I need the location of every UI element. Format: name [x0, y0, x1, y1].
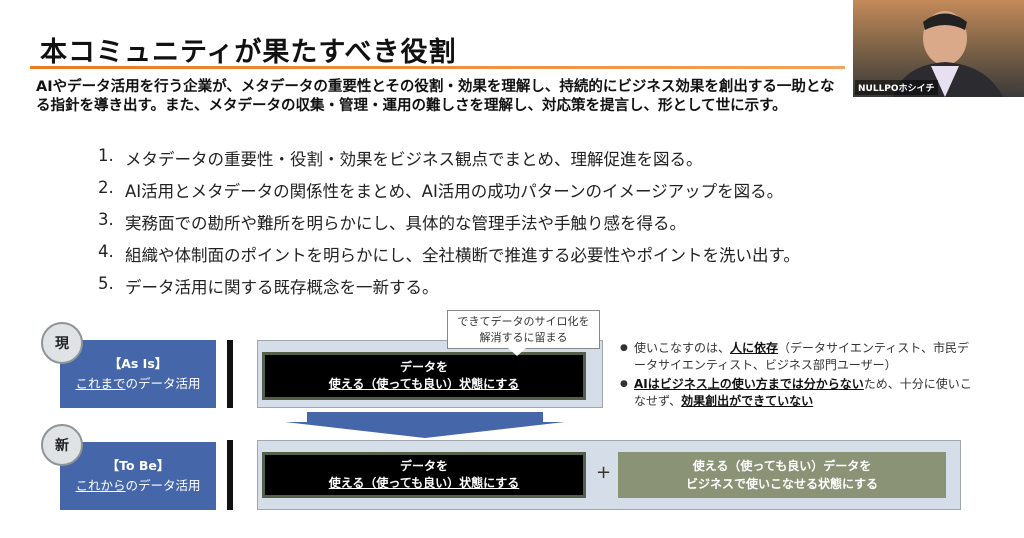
item-number: 2.: [98, 178, 114, 197]
callout-line1: できてデータのサイロ化を: [457, 315, 590, 328]
tobe-badge: 新: [41, 424, 83, 466]
asis-notes: 使いこなすのは、人に依存（データサイエンティスト、市民データサイエンティスト、ビ…: [620, 340, 980, 412]
note-emphasis: AIはビジネス上の使い方までは分からない: [634, 377, 864, 391]
list-item: 2. AI活用とメタデータの関係性をまとめ、AI活用の成功パターンのイメージアップ…: [98, 178, 800, 210]
down-arrow-icon: [285, 412, 565, 438]
asis-label-box: 【As Is】 これまでのデータ活用: [60, 340, 216, 408]
list-item: 3. 実務面での勘所や難所を明らかにし、具体的な管理手法や手触り感を得る。: [98, 210, 800, 242]
webcam-name-label: NULLPOホシイチ: [855, 80, 938, 95]
item-number: 1.: [98, 146, 114, 165]
note-text: ため、十分に使いこなせず、: [634, 377, 972, 408]
callout-tail: [508, 348, 526, 356]
list-item: 4. 組織や体制面のポイントを明らかにし、全社横断で推進する必要性やポイントを洗い…: [98, 242, 800, 274]
item-text: 組織や体制面のポイントを明らかにし、全社横断で推進する必要性やポイントを洗い出す…: [125, 246, 800, 265]
asis-sub-underlined: これまで: [75, 376, 126, 391]
list-item: 1. メタデータの重要性・役割・効果をビジネス観点でまとめ、理解促進を図る。: [98, 146, 800, 178]
item-text: 実務面での勘所や難所を明らかにし、具体的な管理手法や手触り感を得る。: [125, 214, 686, 233]
divider-bar: [227, 440, 233, 510]
asis-box-line2: 使える（使っても良い）状態にする: [328, 377, 520, 391]
note-emphasis: 効果創出ができていない: [681, 394, 814, 408]
tobe-label-box: 【To Be】 これからのデータ活用: [60, 442, 216, 510]
tobe-sub-underlined: これから: [75, 478, 126, 493]
tobe-business-box: 使える（使っても良い）データを ビジネスで使いこなせる状態にする: [618, 452, 946, 498]
item-number: 5.: [98, 274, 114, 293]
list-item: 5. データ活用に関する既存概念を一新する。: [98, 274, 800, 306]
intro-text: AIやデータ活用を行う企業が、メタデータの重要性とその役割・効果を理解し、持続的…: [36, 79, 835, 114]
slide-title: 本コミュニティが果たすべき役割: [40, 37, 457, 68]
goals-list: 1. メタデータの重要性・役割・効果をビジネス観点でまとめ、理解促進を図る。 2.…: [98, 146, 800, 306]
item-number: 4.: [98, 242, 114, 261]
note-item: AIはビジネス上の使い方までは分からないため、十分に使いこなせず、効果創出ができ…: [620, 376, 980, 410]
plus-sign: +: [596, 462, 612, 483]
callout-line2: 解消するに留まる: [479, 331, 568, 344]
divider-bar: [227, 340, 233, 408]
note-text: 使いこなすのは、: [634, 341, 731, 355]
asis-badge: 現: [41, 322, 83, 364]
tobe-box-line1: データを: [399, 459, 448, 473]
callout: できてデータのサイロ化を 解消するに留まる: [447, 310, 600, 349]
asis-sub: のデータ活用: [125, 376, 201, 391]
asis-label: 【As Is】: [108, 356, 168, 371]
item-text: データ活用に関する既存概念を一新する。: [125, 278, 439, 297]
title-underline: [30, 66, 845, 69]
tobe-box-line2: 使える（使っても良い）状態にする: [328, 476, 520, 490]
tobe-label: 【To Be】: [106, 458, 170, 473]
tobe-data-box: データを 使える（使っても良い）状態にする: [262, 452, 586, 498]
tobe-sub: のデータ活用: [125, 478, 201, 493]
olive-line1: 使える（使っても良い）データを: [692, 459, 872, 473]
note-emphasis: 人に依存: [730, 341, 779, 355]
item-text: AI活用とメタデータの関係性をまとめ、AI活用の成功パターンのイメージアップを図…: [125, 182, 784, 201]
item-text: メタデータの重要性・役割・効果をビジネス観点でまとめ、理解促進を図る。: [125, 150, 703, 169]
asis-data-box: データを 使える（使っても良い）状態にする: [262, 352, 586, 400]
asis-box-line1: データを: [399, 360, 448, 374]
note-text: （データサイエンティスト、市民データサイエンティスト、ビジネス部門ユーザー）: [634, 341, 969, 372]
olive-line2: ビジネスで使いこなせる状態にする: [685, 477, 879, 491]
note-item: 使いこなすのは、人に依存（データサイエンティスト、市民データサイエンティスト、ビ…: [620, 340, 980, 374]
item-number: 3.: [98, 210, 114, 229]
